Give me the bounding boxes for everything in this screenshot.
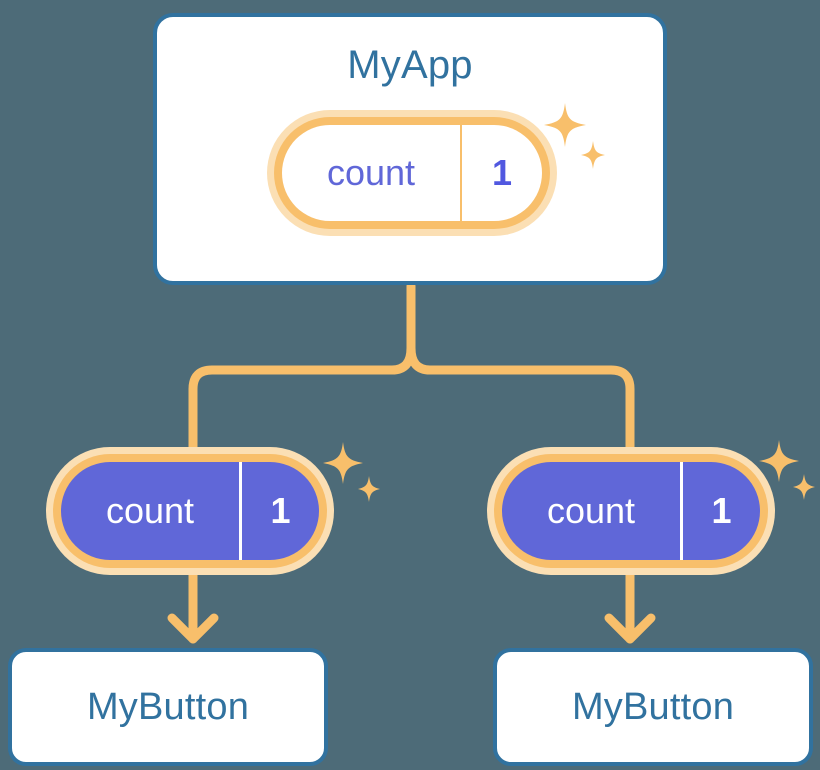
state-key-label: count [326, 152, 416, 193]
component-name-label: MyApp [347, 43, 473, 87]
pill-body: count 1 [502, 462, 760, 560]
component-card-mybutton-right[interactable]: MyButton [493, 648, 813, 766]
component-card-mybutton-left[interactable]: MyButton [8, 648, 328, 766]
sparkle-icon-small [358, 476, 380, 502]
pill-body: count 1 [61, 462, 319, 560]
prop-key-label: count [546, 490, 636, 531]
sparkle-icon-large [323, 442, 363, 484]
arrow-head-right [604, 613, 656, 644]
arrow-head-left [167, 613, 219, 644]
state-value-label: 1 [460, 125, 542, 221]
prop-value-label: 1 [239, 462, 319, 560]
connector-branch-right [406, 343, 635, 452]
sparkle-icon-small [793, 474, 815, 500]
component-name-label: MyButton [86, 686, 250, 728]
pill-body: count 1 [282, 125, 542, 221]
props-pill-right[interactable]: count 1 [487, 447, 775, 575]
component-name-label: MyButton [571, 686, 735, 728]
prop-value-label: 1 [680, 462, 760, 560]
props-pill-left[interactable]: count 1 [46, 447, 334, 575]
prop-key-label: count [105, 490, 195, 531]
connector-branch-left [188, 343, 416, 452]
state-pill-myapp[interactable]: count 1 [267, 110, 557, 236]
